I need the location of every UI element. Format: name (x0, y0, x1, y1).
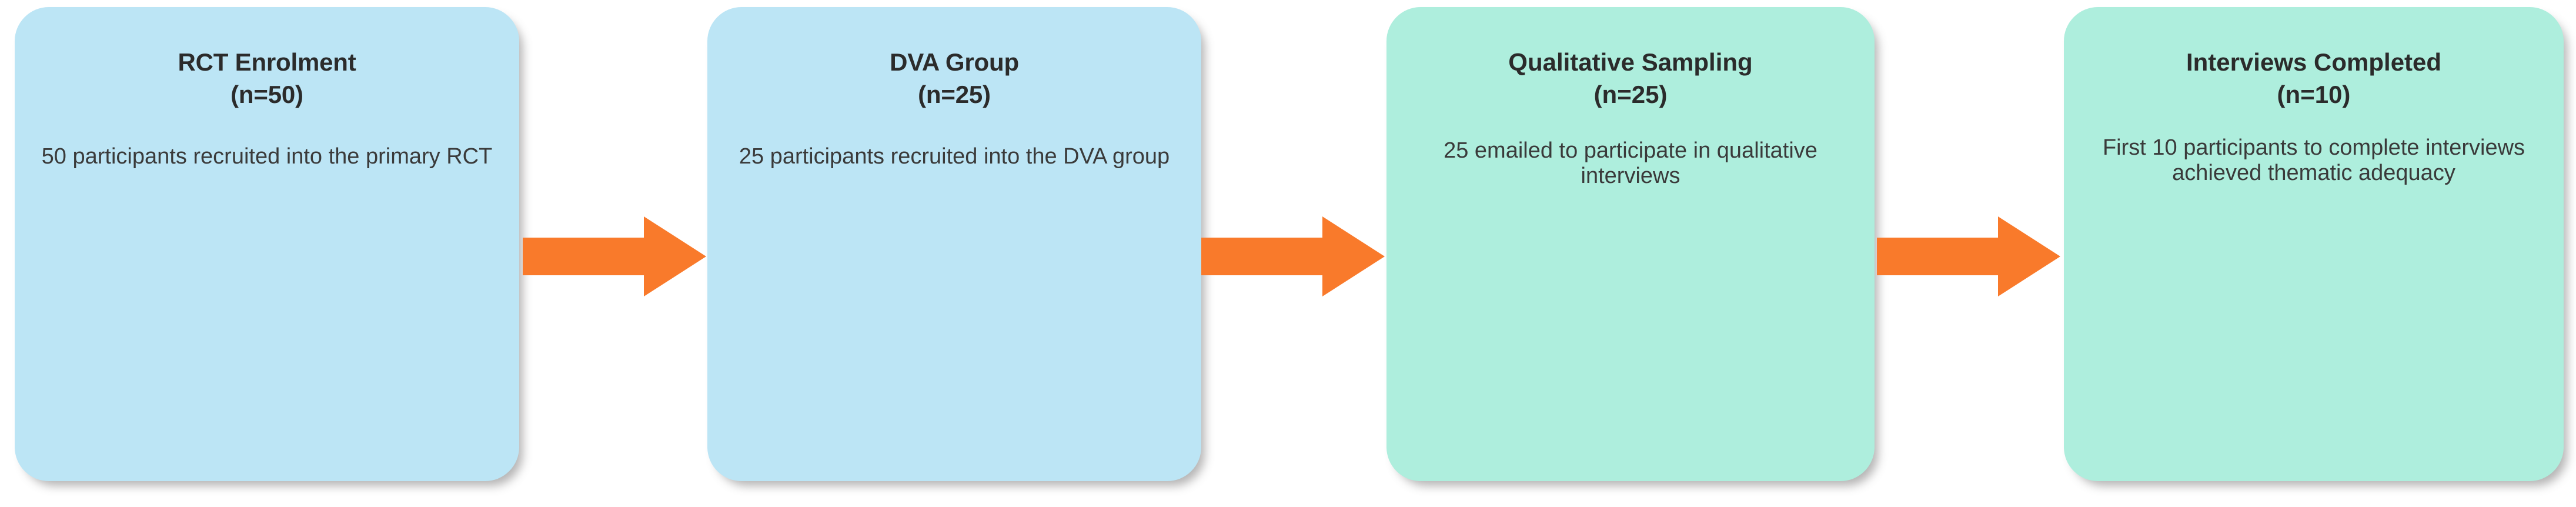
flow-arrow-sampling-to-interviews (1877, 216, 2060, 296)
flow-node-dva-group[interactable]: DVA Group (n=25) 25 participants recruit… (707, 7, 1201, 481)
flow-node-body: 50 participants recruited into the prima… (41, 144, 493, 169)
flow-node-title: Interviews Completed (n=10) (2186, 48, 2442, 108)
flow-node-interviews-completed[interactable]: Interviews Completed (n=10) First 10 par… (2064, 7, 2564, 481)
block-arrow-right-icon (1877, 216, 2060, 296)
flow-arrow-dva-to-sampling (1201, 216, 1385, 296)
flow-node-rct-enrolment[interactable]: RCT Enrolment (n=50) 50 participants rec… (15, 7, 519, 481)
flow-node-body: First 10 participants to complete interv… (2102, 135, 2525, 185)
flow-node-title: DVA Group (n=25) (890, 48, 1019, 108)
flow-node-body: 25 emailed to participate in qualitative… (1444, 138, 1817, 188)
flow-node-title: RCT Enrolment (n=50) (178, 48, 356, 108)
block-arrow-right-icon (1201, 216, 1385, 296)
flow-arrow-rct-to-dva (523, 216, 706, 296)
flow-node-body: 25 participants recruited into the DVA g… (739, 144, 1170, 169)
block-arrow-right-icon (523, 216, 706, 296)
flow-node-title: Qualitative Sampling (n=25) (1508, 48, 1753, 108)
flow-node-qualitative-sampling[interactable]: Qualitative Sampling (n=25) 25 emailed t… (1386, 7, 1875, 481)
